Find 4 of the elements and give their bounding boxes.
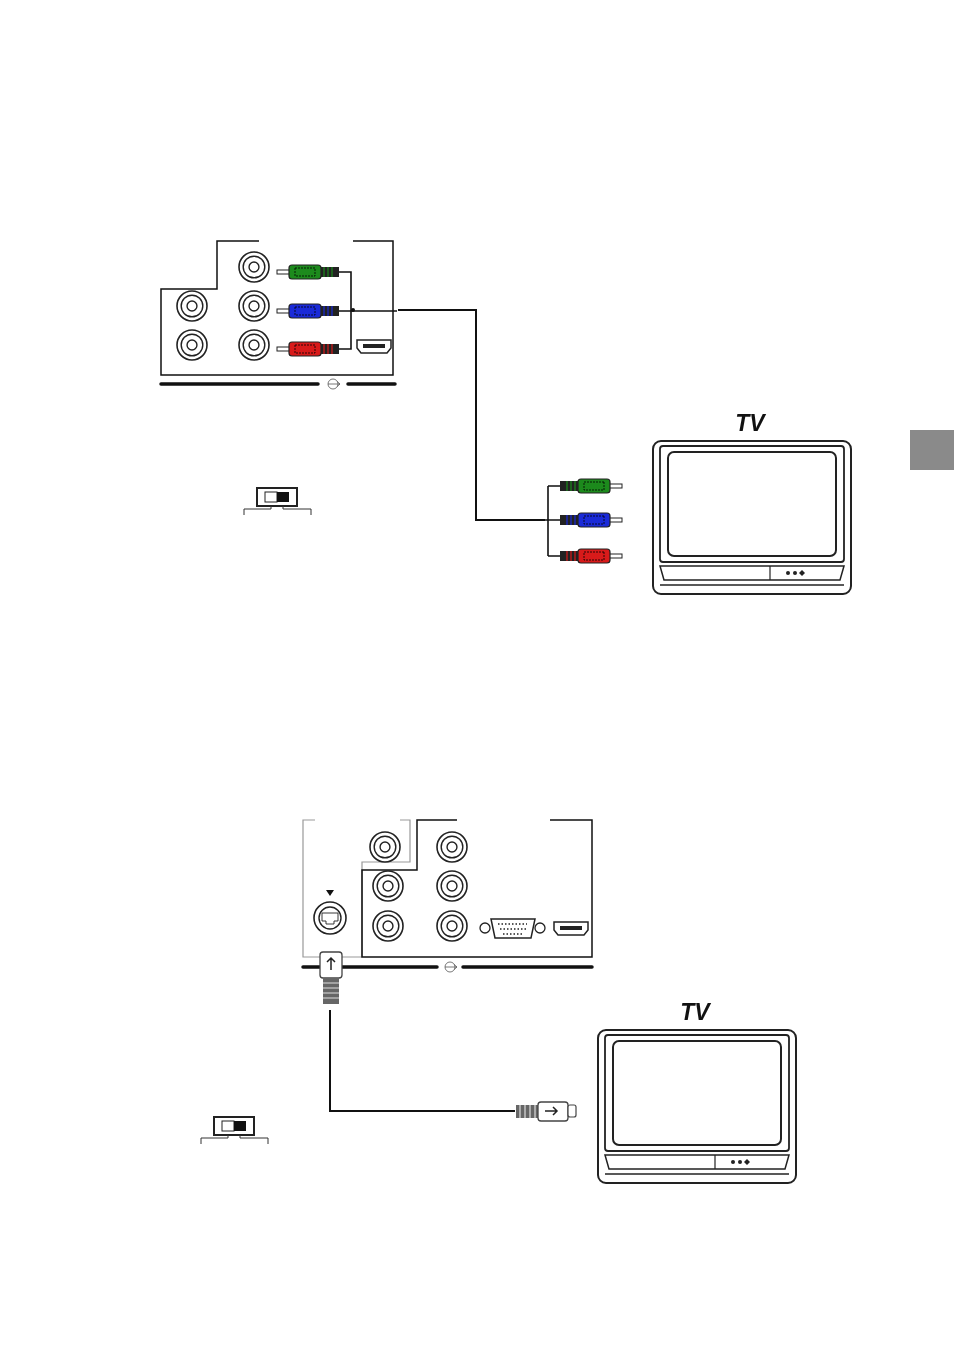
tv-label: TV — [735, 409, 765, 438]
cable-line — [329, 1009, 516, 1112]
tv-label: TV — [680, 998, 710, 1027]
cable-line — [397, 309, 546, 521]
